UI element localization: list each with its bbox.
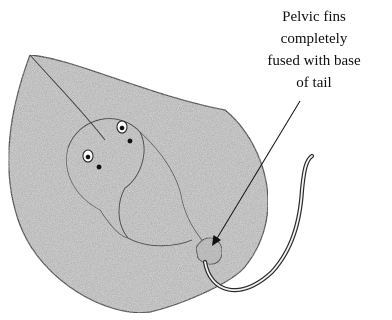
pelvic-fins-annotation: Pelvic fins completely fused with base o… [238,6,390,94]
annotation-line-3: fused with base [238,50,390,72]
spiracle-right [128,139,133,144]
annotation-line-4: of tail [238,72,390,94]
ray-disc [9,55,268,313]
annotation-line-1: Pelvic fins [238,6,390,28]
annotation-line-2: completely [238,28,390,50]
spiracle-left [97,165,102,170]
eye-left [83,150,93,162]
eye-right [117,121,127,133]
